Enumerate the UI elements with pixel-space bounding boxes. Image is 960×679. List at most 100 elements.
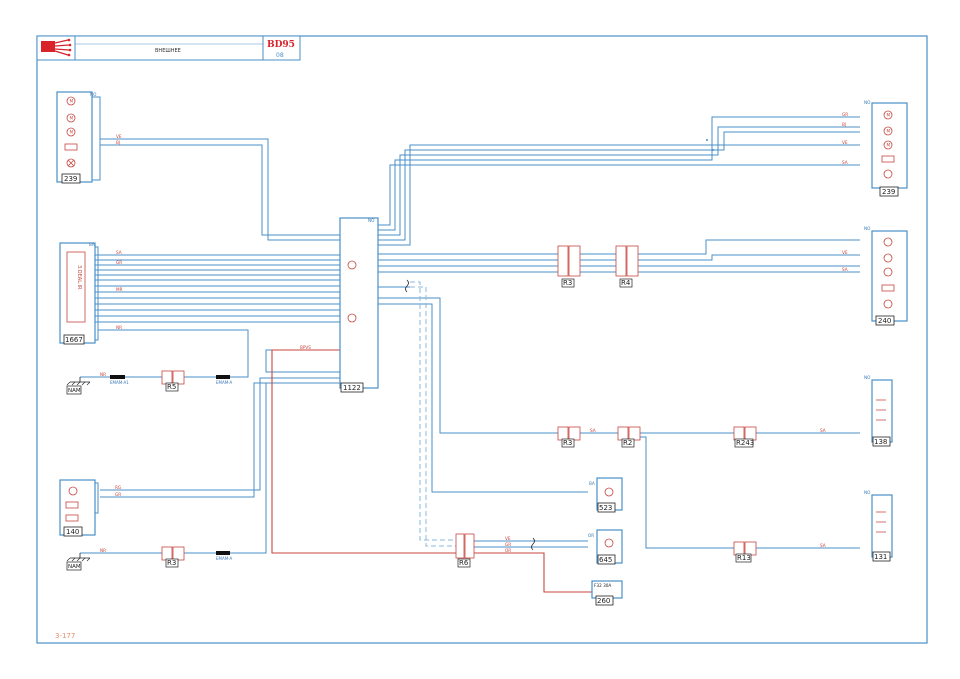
fuse-pin-labels: F32 30A [594, 583, 611, 588]
component-240[interactable]: 240 [871, 230, 908, 326]
connector-id-r5: R5 [167, 383, 176, 391]
svg-text:M: M [887, 129, 891, 134]
svg-text:NR: NR [100, 372, 106, 377]
svg-text:M: M [887, 113, 891, 118]
connector-id-r2: R2 [623, 439, 632, 447]
wires-black [110, 375, 230, 555]
connector-r5[interactable]: R5 [161, 370, 185, 392]
component-id-239-left: 239 [64, 175, 77, 183]
page-number: 3-177 [55, 632, 75, 640]
component-id-138: 138 [874, 438, 887, 446]
svg-text:VE: VE [116, 134, 122, 139]
title-block: ВНЕШНЕЕ BD95 08 [36, 35, 301, 61]
ground-icon [66, 377, 91, 395]
svg-text:NO: NO [864, 100, 871, 105]
connector-id-r4: R4 [621, 279, 631, 287]
splice-markers [405, 139, 714, 551]
svg-text:VE: VE [842, 250, 848, 255]
component-239-right[interactable]: M M M 239 [871, 102, 908, 197]
component-id-523: 523 [599, 504, 612, 512]
component-id-1667: 1667 [65, 336, 83, 344]
component-260-fuse[interactable]: F32 30A 260 [591, 580, 623, 606]
component-138[interactable]: 138 [871, 379, 893, 447]
svg-text:M: M [70, 99, 74, 104]
sheet-revision: 08 [276, 52, 284, 59]
motor-icon: M M M [66, 96, 76, 137]
connector-id-r3-bottom: R3 [167, 559, 176, 567]
sheet-subtitle: ВНЕШНЕЕ [155, 48, 181, 54]
component-id-645: 645 [599, 556, 612, 564]
component-239-left[interactable]: M M M 239 [56, 91, 93, 184]
ground-icon [66, 553, 91, 571]
svg-text:NO: NO [864, 490, 871, 495]
svg-text:NO: NO [90, 92, 97, 97]
ground-wire-label-1: EMAM-A1 [110, 380, 129, 385]
wires-red [271, 349, 592, 593]
ground-wire-label-3: EMAM-A [216, 556, 233, 561]
svg-text:GR: GR [842, 112, 848, 117]
svg-text:BA: BA [89, 242, 95, 247]
component-id-140: 140 [66, 528, 79, 536]
svg-text:GR: GR [505, 542, 511, 547]
svg-text:NO: NO [864, 226, 871, 231]
component-id-1122: 1122 [343, 384, 361, 392]
svg-text:BJ: BJ [842, 122, 846, 127]
connector-id-r243: R243 [736, 439, 754, 447]
connector-id-r6: R6 [459, 559, 469, 567]
ground-wire-label-2: EMAM-A [216, 380, 233, 385]
svg-text:NO: NO [368, 218, 375, 223]
svg-text:BPVS: BPVS [300, 345, 311, 350]
connector-r4[interactable]: R4 [615, 245, 639, 288]
svg-text:M: M [70, 116, 74, 121]
connector-r3-bottom[interactable]: R3 [161, 546, 185, 568]
connector-id-r13: R13 [737, 554, 751, 562]
svg-text:OR: OR [588, 533, 594, 538]
sheet-frame [36, 35, 928, 644]
svg-text:SA: SA [842, 160, 848, 165]
sheet-code: BD95 [267, 40, 295, 50]
wires-blue [80, 96, 879, 561]
component-645[interactable]: 645 [596, 529, 623, 565]
component-140[interactable]: 140 [59, 479, 96, 537]
component-131[interactable]: 131 [871, 494, 893, 562]
component-1667-label: 3.DEAL.IR [76, 265, 82, 290]
svg-text:M: M [70, 130, 74, 135]
component-1122-module[interactable]: 1122 [339, 217, 379, 393]
connector-harness-icon [41, 38, 72, 57]
ground-nam-1: NAM [68, 388, 81, 394]
connector-r13[interactable]: R13 [733, 541, 757, 563]
connector-id-r3-mid: R3 [563, 439, 572, 447]
svg-text:NO: NO [864, 375, 871, 380]
svg-text:SA: SA [590, 428, 596, 433]
component-id-131: 131 [874, 553, 887, 561]
svg-text:BJ: BJ [116, 140, 120, 145]
wires-dashed [410, 281, 456, 547]
svg-text:SA: SA [116, 250, 122, 255]
svg-text:NR: NR [100, 548, 106, 553]
wire-color-labels: NO VE BJ BA SA GR MR NR NO GR BJ VE SA N… [89, 92, 871, 553]
svg-text:SA: SA [820, 428, 826, 433]
motor-icon: M M M [883, 110, 893, 150]
svg-text:SA: SA [820, 543, 826, 548]
ground-nam-2: NAM [68, 564, 81, 570]
svg-text:GR: GR [116, 260, 122, 265]
connector-r243[interactable]: R243 [733, 426, 757, 448]
component-1667[interactable]: 3.DEAL.IR 1667 [59, 242, 96, 345]
lamp-icon [64, 143, 78, 168]
component-id-260: 260 [597, 597, 610, 605]
connector-id-r3-top: R3 [563, 279, 572, 287]
svg-text:VE: VE [505, 536, 511, 541]
component-id-239-right: 239 [882, 188, 895, 196]
connector-r2[interactable]: R2 [617, 426, 641, 448]
connector-r3-top[interactable]: R3 [557, 245, 581, 288]
connector-r3-mid[interactable]: R3 [557, 426, 581, 448]
svg-text:MR: MR [116, 287, 123, 292]
svg-text:M: M [887, 143, 891, 148]
connector-r6[interactable]: R6 [455, 533, 475, 568]
svg-text:RG: RG [115, 485, 121, 490]
svg-text:VE: VE [842, 140, 848, 145]
component-523[interactable]: 523 [596, 477, 623, 513]
svg-text:GR: GR [115, 492, 121, 497]
component-id-240: 240 [878, 317, 891, 325]
